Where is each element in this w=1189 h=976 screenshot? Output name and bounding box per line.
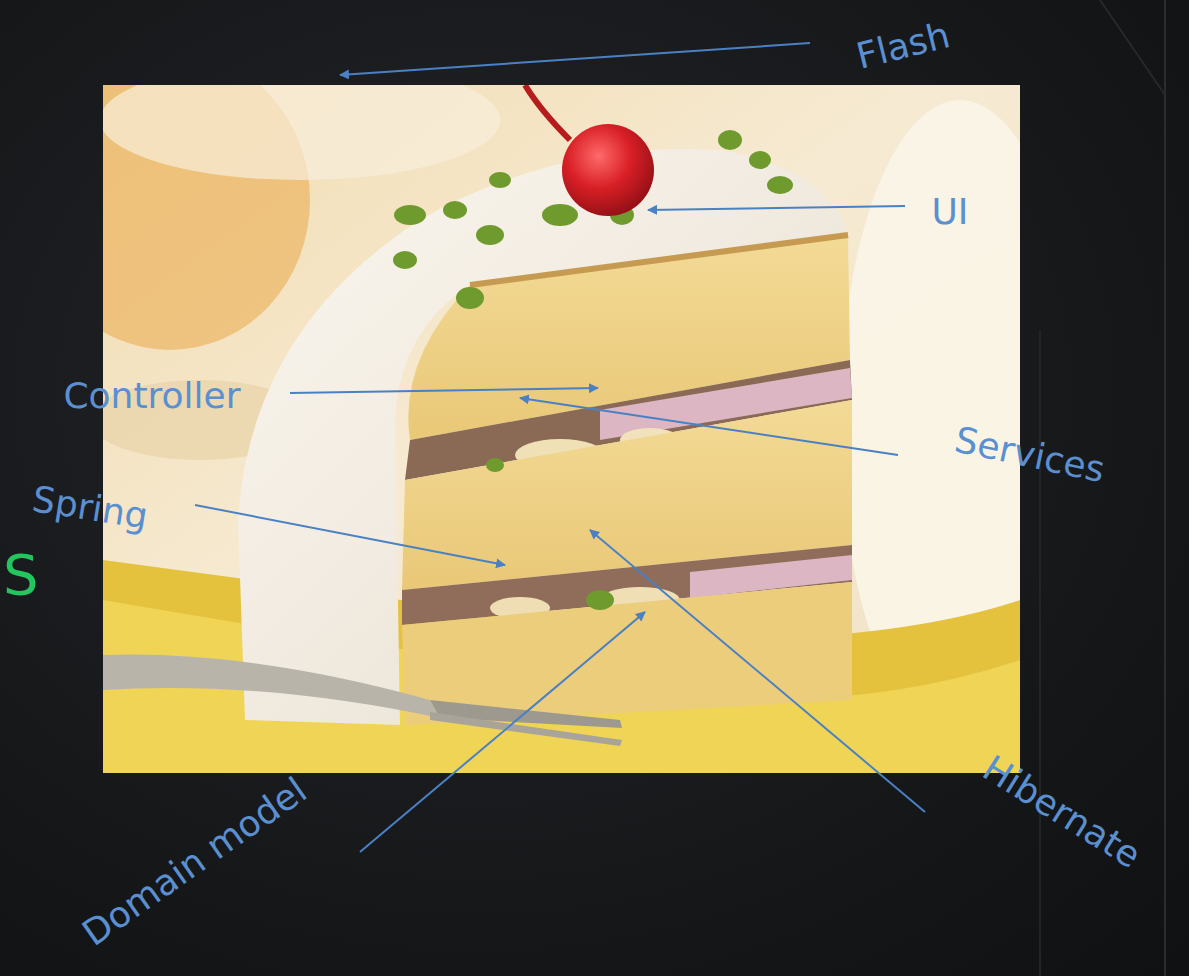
leader-line — [195, 505, 505, 565]
leader-line — [290, 388, 598, 393]
leader-line — [340, 43, 810, 75]
callout-label: Domain model — [76, 770, 314, 953]
leader-line — [648, 206, 905, 210]
leader-line — [520, 398, 898, 455]
callout-label: UI — [932, 192, 969, 232]
callout-label: Flash — [852, 15, 953, 76]
callout-label: Hibernate — [976, 748, 1147, 876]
leader-line — [360, 612, 645, 852]
leader-line — [590, 530, 925, 812]
callout-label: S — [3, 544, 39, 606]
callout-label: Controller — [63, 376, 240, 416]
